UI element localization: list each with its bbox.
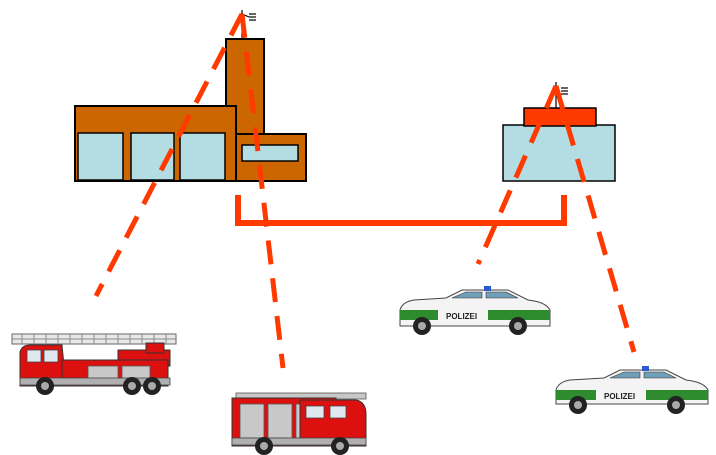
police-car-label: POLIZEI	[604, 392, 635, 401]
radio-links	[93, 12, 637, 369]
wired-link	[235, 195, 567, 226]
police-car-icon: POLIZEI	[399, 286, 551, 335]
radio-link-ladder-truck	[93, 12, 245, 298]
police-car-label: POLIZEI	[446, 312, 477, 321]
fire-engine-icon	[231, 392, 367, 455]
fire-station-building-icon	[74, 38, 307, 182]
police-station-building-icon	[502, 107, 616, 182]
police-car-icon: POLIZEI	[555, 366, 709, 414]
radio-link-police-car-1	[475, 84, 559, 266]
fire-ladder-truck-icon	[11, 333, 177, 395]
radio-link-fire-engine	[239, 13, 286, 369]
radio-link-police-car-2	[553, 85, 637, 353]
